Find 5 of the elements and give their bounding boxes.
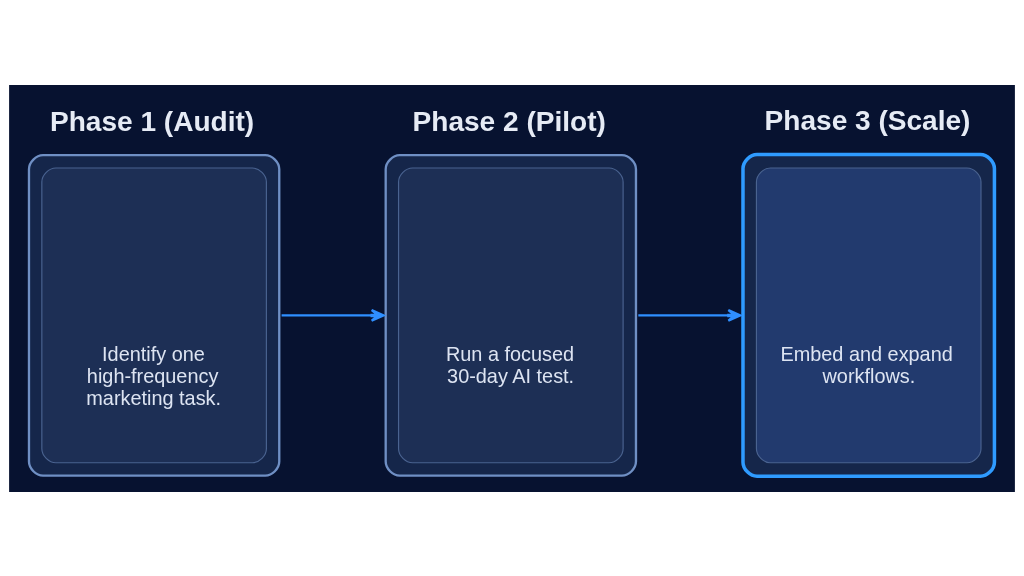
node-label: Phase 2 (Pilot)	[412, 105, 606, 137]
node-label: Phase 3 (Scale)	[764, 104, 971, 136]
arrow	[638, 308, 742, 322]
node-label: Phase 1 (Audit)	[50, 105, 255, 137]
arrow	[281, 308, 385, 322]
